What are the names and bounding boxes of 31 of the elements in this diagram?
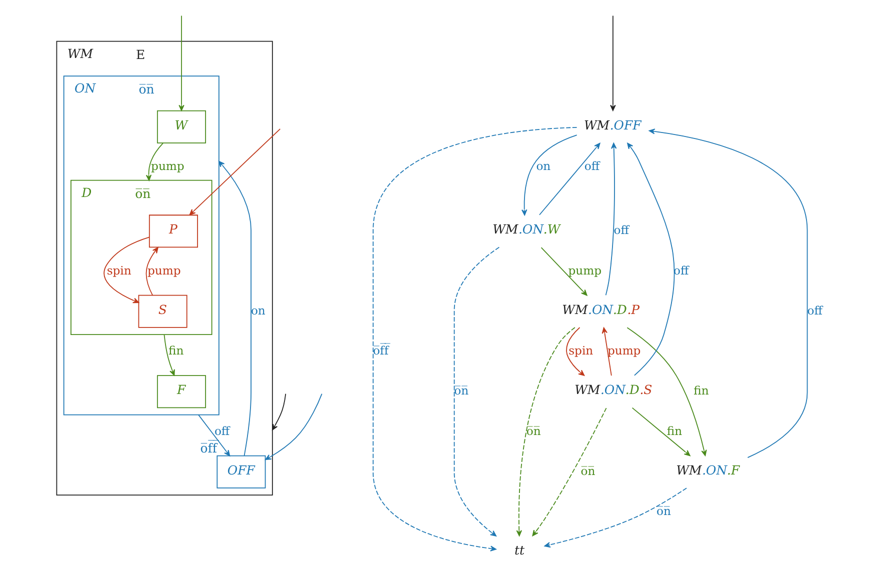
edge-label: pump bbox=[568, 263, 602, 278]
edge-label: on bbox=[250, 303, 266, 318]
edge-label: pump bbox=[151, 159, 184, 174]
node-text: WM.ON.W bbox=[492, 222, 560, 237]
edge-label: fin bbox=[694, 384, 709, 398]
edge-label: spin bbox=[106, 263, 132, 278]
node-text: WM.OFF bbox=[584, 117, 642, 132]
edge-label: o̅n̅ bbox=[526, 424, 541, 438]
node-label: o̅n̅ bbox=[135, 186, 151, 201]
edge-label: off bbox=[807, 303, 822, 318]
edge-label: on bbox=[536, 159, 551, 174]
edge-label: o̅n̅ bbox=[656, 504, 671, 518]
node-label: o̅n̅ bbox=[138, 82, 154, 97]
node-text: tt bbox=[514, 542, 524, 558]
edge-label: o̅n̅ bbox=[454, 384, 469, 398]
edge-label: off bbox=[214, 424, 230, 438]
edge-label: o̅f̅f̅ bbox=[372, 344, 389, 358]
edge-label: fin bbox=[666, 424, 682, 438]
edge-label: pump bbox=[607, 344, 641, 358]
edge-label: o̅n̅ bbox=[580, 464, 596, 478]
edge-label: pump bbox=[147, 263, 181, 278]
node-label: E bbox=[136, 46, 146, 62]
node-text: WM.ON.D.P bbox=[562, 302, 640, 317]
edge-label: spin bbox=[568, 344, 594, 358]
edge-label: fin bbox=[168, 344, 184, 358]
node-text: WM.ON.F bbox=[676, 462, 740, 478]
edge-label: off bbox=[584, 159, 600, 174]
edge-label: off bbox=[674, 263, 689, 278]
node-label: o̅f̅f̅ bbox=[200, 440, 218, 456]
edge-label: off bbox=[614, 223, 630, 238]
node-text: WM.ON.D.S bbox=[574, 382, 652, 398]
